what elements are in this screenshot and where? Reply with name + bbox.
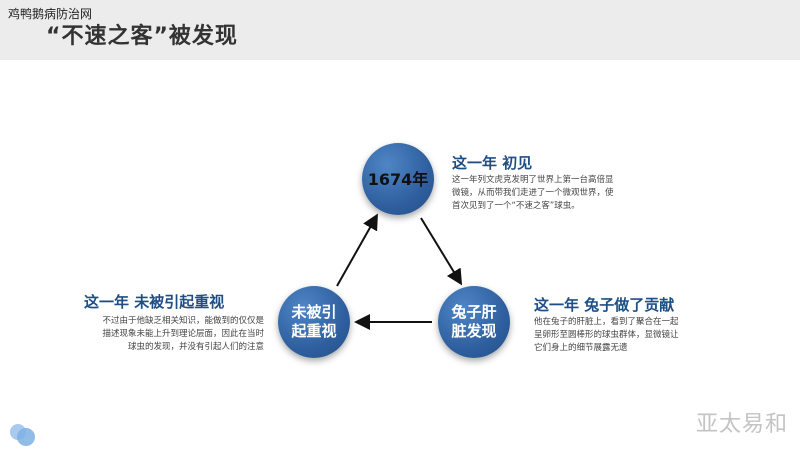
text-first: 这一年列文虎克发明了世界上第一台高倍显 微镜，从而带我们走进了一个微观世界，使 … (452, 175, 614, 211)
node-1674-label: 1674年 (367, 169, 429, 189)
node-rabbit-liver: 兔子肝脏发现 (438, 286, 510, 358)
node-rabbit-liver-label: 兔子肝脏发现 (451, 303, 497, 340)
node-ignored-label: 未被引起重视 (291, 303, 337, 340)
node-1674: 1674年 (362, 143, 434, 215)
page-title: “不速之客”被发现 (46, 24, 238, 49)
arrow-year-to-rabbit (420, 217, 463, 286)
heading-ignored: 这一年 未被引起重视 (84, 293, 225, 311)
heading-rabbit: 这一年 兔子做了贡献 (534, 296, 675, 314)
brand-watermark: 亚太易和 (696, 412, 789, 437)
decor-dot (17, 428, 35, 446)
heading-first: 这一年 初见 (452, 154, 533, 172)
node-ignored: 未被引起重视 (278, 286, 350, 358)
site-name: 鸡鸭鹅病防治网 (8, 7, 93, 21)
arrow-ignored-to-year (336, 213, 378, 287)
text-rabbit: 他在兔子的肝脏上，看到了聚合在一起 呈卵形至圆棒形的球虫群体，显微镜让 它们身上… (534, 317, 679, 353)
header-bar: 鸡鸭鹅病防治网 “不速之客”被发现 (0, 0, 800, 60)
text-ignored: 不过由于他缺乏相关知识，能做到的仅仅是 描述现象未能上升到理论层面，因此在当时 … (102, 316, 264, 352)
